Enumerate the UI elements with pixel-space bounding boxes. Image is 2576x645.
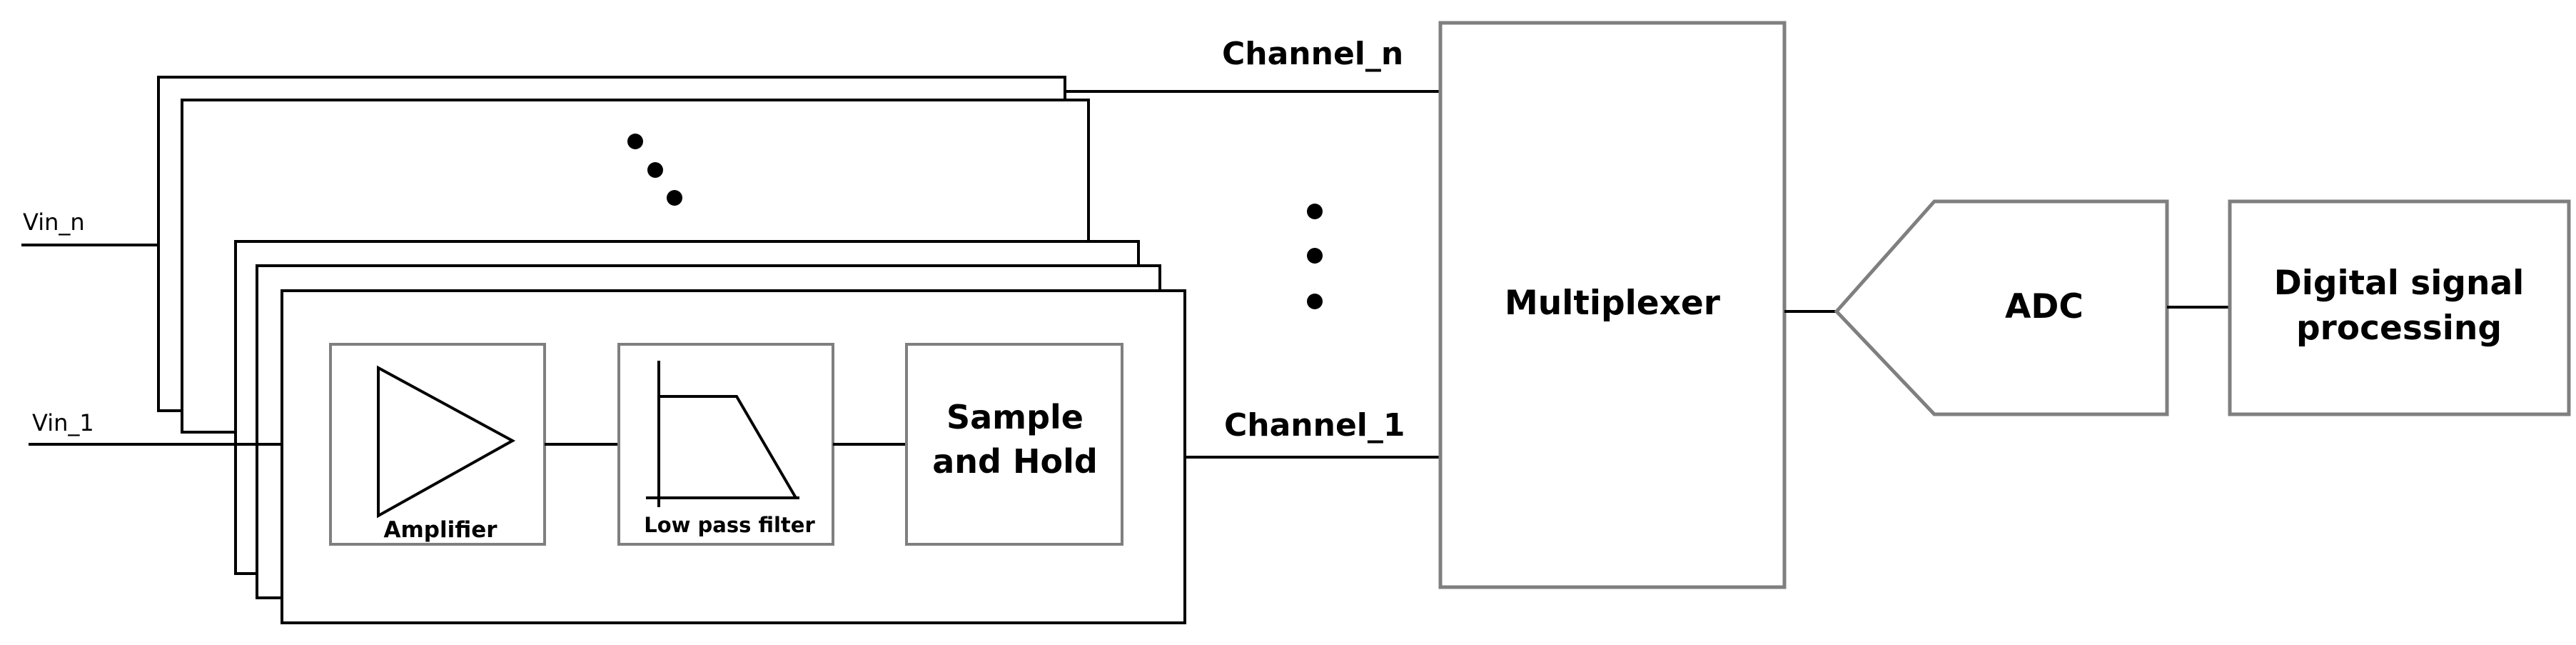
channel-dot-2 <box>1307 248 1323 264</box>
stack-ellipsis-dots <box>627 134 682 206</box>
multiplexer-box <box>1438 21 1787 589</box>
dsp-box <box>2228 199 2571 416</box>
amplifier-block: Amplifier <box>329 343 546 546</box>
stack-dot-1 <box>627 134 643 149</box>
channel-n-wire <box>1064 84 1440 93</box>
channel-1-label: Channel_1 <box>1224 407 1405 444</box>
adc-block: ADC <box>1834 199 2169 416</box>
multiplexer-label: Multiplexer <box>1505 284 1721 323</box>
filter-response-icon <box>646 361 799 507</box>
vin-n-label: Vin_n <box>23 209 85 236</box>
channel-dot-1 <box>1307 204 1323 219</box>
multiplexer-block: Multiplexer <box>1438 21 1787 589</box>
sample-hold-label-line2: and Hold <box>932 442 1098 481</box>
channel-dot-3 <box>1307 294 1323 309</box>
stack-dot-3 <box>667 190 682 206</box>
sample-hold-label-line1: Sample <box>946 398 1084 436</box>
low-pass-filter-label: Low pass filter <box>644 513 815 537</box>
amplifier-triangle-icon <box>377 365 516 519</box>
dsp-label-line2: processing <box>2296 309 2502 348</box>
amplifier-label: Amplifier <box>383 517 497 543</box>
adc-shape <box>1834 199 2169 416</box>
channel-n-label: Channel_n <box>1222 36 1403 72</box>
channel-ellipsis-dots <box>1307 204 1323 309</box>
adc-label: ADC <box>2005 287 2083 326</box>
dsp-block: Digital signal processing <box>2228 199 2571 416</box>
dsp-label-line1: Digital signal <box>2274 264 2525 303</box>
low-pass-filter-block: Low pass filter <box>617 343 834 546</box>
sample-hold-box <box>905 343 1123 546</box>
stack-dot-2 <box>647 162 663 178</box>
sample-hold-block: Sample and Hold <box>905 343 1123 546</box>
vin-1-label: Vin_1 <box>32 409 94 436</box>
